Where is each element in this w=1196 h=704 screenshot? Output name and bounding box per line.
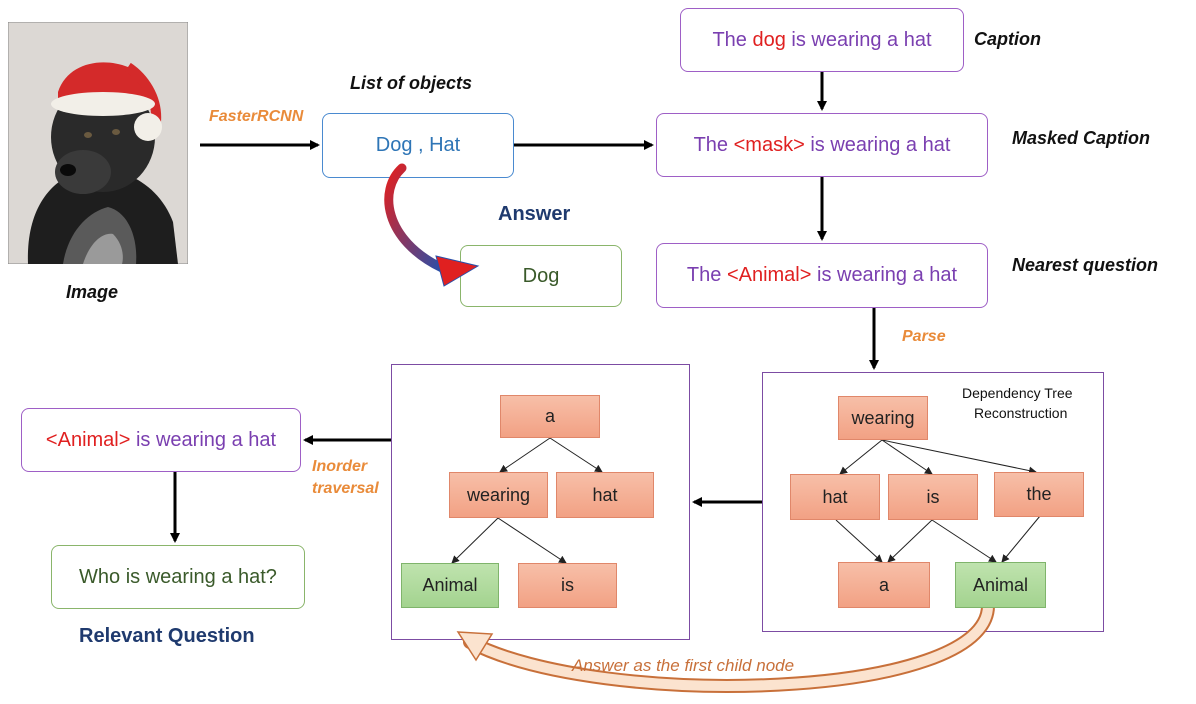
caption-box: The dog is wearing a hat bbox=[680, 8, 964, 72]
dog-image bbox=[7, 21, 189, 265]
template-box: <Animal> is wearing a hat bbox=[21, 408, 301, 472]
caption-after: is wearing a hat bbox=[785, 28, 932, 51]
masked-highlight: <mask> bbox=[733, 133, 805, 156]
template-highlight: <Animal> bbox=[45, 428, 131, 451]
dep-node-wearing: wearing bbox=[838, 396, 928, 440]
tree-node-wearing: wearing bbox=[449, 472, 548, 518]
dep-node-a: a bbox=[838, 562, 930, 608]
tree-node-animal: Animal bbox=[401, 563, 499, 608]
objects-text: Dog , Hat bbox=[375, 134, 461, 156]
caption-highlight: dog bbox=[752, 28, 786, 51]
masked-caption-box: The <mask> is wearing a hat bbox=[656, 113, 988, 177]
nearest-after: is wearing a hat bbox=[811, 264, 958, 286]
dog-picture bbox=[7, 21, 189, 265]
nearest-before: The bbox=[686, 264, 727, 286]
caption-label: Caption bbox=[974, 29, 1041, 49]
parse-label: Parse bbox=[902, 328, 946, 345]
dep-node-hat: hat bbox=[790, 474, 880, 520]
dep-node-animal: Animal bbox=[955, 562, 1046, 608]
template-after: is wearing a hat bbox=[130, 428, 277, 451]
dep-tree-title-line1: Dependency Tree bbox=[962, 385, 1073, 401]
inorder-label-line1: Inorder bbox=[312, 458, 368, 475]
list-of-objects-label: List of objects bbox=[350, 73, 473, 93]
answer-first-child-label: Answer as the first child node bbox=[572, 656, 795, 675]
nearest-question-label: Nearest question bbox=[1012, 255, 1159, 275]
faster-rcnn-label: FasterRCNN bbox=[209, 108, 304, 125]
question-text: Who is wearing a hat? bbox=[79, 565, 277, 588]
dep-tree-title-line2: Reconstruction bbox=[974, 405, 1068, 421]
nearest-question-box: The <Animal> is wearing a hat bbox=[656, 243, 988, 308]
inorder-label-line2: traversal bbox=[312, 480, 379, 497]
dep-node-is: is bbox=[888, 474, 978, 520]
question-box: Who is wearing a hat? bbox=[51, 545, 305, 609]
objects-box: Dog , Hat bbox=[322, 113, 514, 178]
caption-before: The bbox=[712, 28, 753, 51]
answer-text: Dog bbox=[522, 264, 560, 287]
tree-node-hat: hat bbox=[556, 472, 654, 518]
dep-node-the: the bbox=[994, 472, 1084, 517]
answer-box: Dog bbox=[460, 245, 622, 307]
masked-before: The bbox=[693, 133, 734, 156]
masked-caption-label: Masked Caption bbox=[1012, 128, 1151, 148]
tree-node-is: is bbox=[518, 563, 617, 608]
nearest-highlight: <Animal> bbox=[726, 264, 812, 286]
image-label: Image bbox=[66, 282, 119, 302]
masked-after: is wearing a hat bbox=[804, 133, 951, 156]
answer-title: Answer bbox=[498, 203, 571, 225]
tree-node-a: a bbox=[500, 395, 600, 438]
relevant-question-title: Relevant Question bbox=[79, 625, 255, 647]
